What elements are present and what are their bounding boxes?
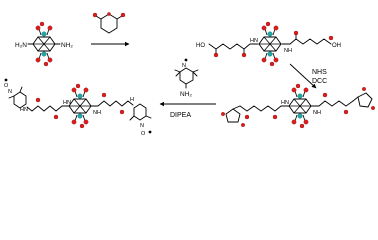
amine-right-label: NH₂ — [61, 42, 73, 49]
tempo-nh2-label: NH₂ — [180, 91, 192, 98]
glutaric-anhydride — [92, 12, 126, 34]
reaction-scheme: H₂N NH₂ HN HO NH OH NHS DCC — [4, 12, 375, 137]
product-amide-hn-left: HN — [20, 107, 28, 113]
amine-left-label: H₂N — [15, 42, 27, 49]
nhs-ester-cluster: HN NH — [221, 83, 375, 129]
amide-nh-right: NH — [284, 48, 292, 54]
reagent-nhs: NHS — [312, 69, 327, 76]
product-amide-nh-right: NH — [93, 110, 101, 116]
diamine-cluster: H₂N NH₂ — [15, 21, 73, 67]
product-amide-nh-left: HN — [63, 100, 71, 106]
acid-oh-label: OH — [332, 43, 341, 49]
radical-dot-left — [4, 78, 8, 82]
acid-ho-label: HO — [196, 43, 205, 49]
tempo-left-n: N — [8, 89, 12, 95]
reagent-dipea: DIPEA — [170, 112, 191, 119]
bis-tempo-product: HN HN N O NH H N O — [4, 78, 152, 137]
product-amide-nh-right-2: H — [130, 97, 134, 103]
ester-amide-nh-right: NH — [313, 110, 321, 116]
reagent-dcc: DCC — [312, 78, 327, 85]
tempo-right-n: N — [140, 123, 144, 129]
tempo-reagent-n: N — [182, 63, 186, 69]
tempo-right-o: O — [141, 131, 146, 137]
amino-tempo-reagent: N NH₂ — [174, 58, 199, 98]
radical-dot-right — [148, 130, 152, 134]
tempo-left-o: O — [4, 83, 9, 89]
reaction-arrow-2 — [289, 63, 317, 89]
ester-amide-nh-left: HN — [281, 100, 289, 106]
radical-dot — [184, 58, 188, 62]
amide-nh-left: HN — [250, 38, 258, 44]
diacid-cluster: HN HO NH OH — [196, 21, 341, 67]
